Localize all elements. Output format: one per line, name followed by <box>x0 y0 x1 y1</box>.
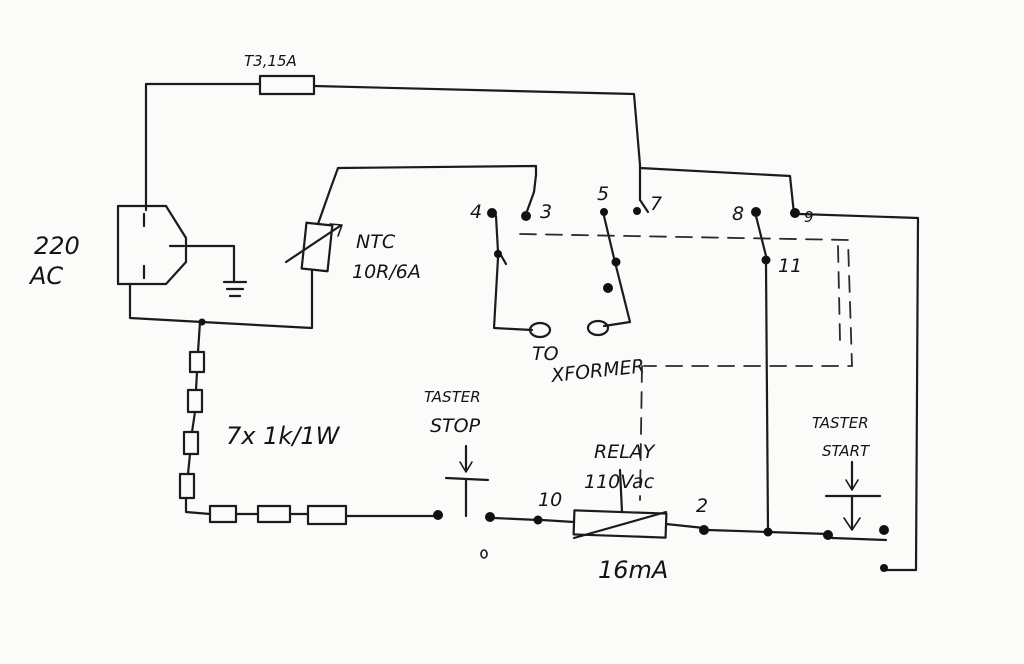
ground-symbol <box>222 280 248 298</box>
taster-start-label-2: START <box>822 442 871 460</box>
resistor-chain <box>178 320 440 526</box>
to-label: TO <box>532 343 559 365</box>
pin-8-label: 8 <box>732 203 744 225</box>
fuse-label: T3,15A <box>244 52 297 70</box>
pin-4-label: 4 <box>470 201 482 223</box>
taster-stop-label-1: TASTER <box>424 388 481 406</box>
relay-current-label: 16mA <box>598 556 668 584</box>
resistor-chain-label: 7x 1k/1W <box>226 422 341 450</box>
ntc-name-label: NTC <box>356 231 396 253</box>
taster-start-button-symbol <box>823 460 889 572</box>
taster-stop-label-2: STOP <box>430 415 481 437</box>
relay-linkage-dashed <box>519 233 853 501</box>
ntc-value-label: 10R/6A <box>352 261 421 283</box>
relay-contact-set-middle <box>586 207 641 337</box>
pin-9-label: 9 <box>804 208 814 226</box>
relay-coil-symbol <box>540 468 706 540</box>
pin-11-label: 11 <box>778 255 802 277</box>
relay-contact-set-left <box>487 173 552 339</box>
pin-10-label: 10 <box>538 489 562 511</box>
fuse-branch-wires <box>144 82 650 214</box>
relay-label-1: RELAY <box>594 441 656 463</box>
pin-7-label: 7 <box>650 193 662 215</box>
taster-stop-button-symbol <box>433 444 495 559</box>
fuse-symbol <box>258 74 316 96</box>
taster-start-label-1: TASTER <box>812 414 869 432</box>
start-junction-node <box>763 527 773 537</box>
bottom-rail-stop <box>492 516 540 522</box>
top-right-rail <box>638 166 796 216</box>
pin-2-node <box>699 525 709 535</box>
pin-3-label: 3 <box>540 201 552 223</box>
input-ac-label: AC <box>28 262 63 290</box>
relay-contact-set-right <box>751 207 920 572</box>
pin-10-node <box>533 515 543 525</box>
mains-plug-symbol <box>116 204 236 286</box>
pin-5-label: 5 <box>597 183 609 205</box>
relay-label-2: 110Vac <box>584 471 655 493</box>
pin-2-label: 2 <box>696 495 708 517</box>
ntc-thermistor-symbol <box>284 164 538 273</box>
input-voltage-label: 220 <box>34 232 80 260</box>
